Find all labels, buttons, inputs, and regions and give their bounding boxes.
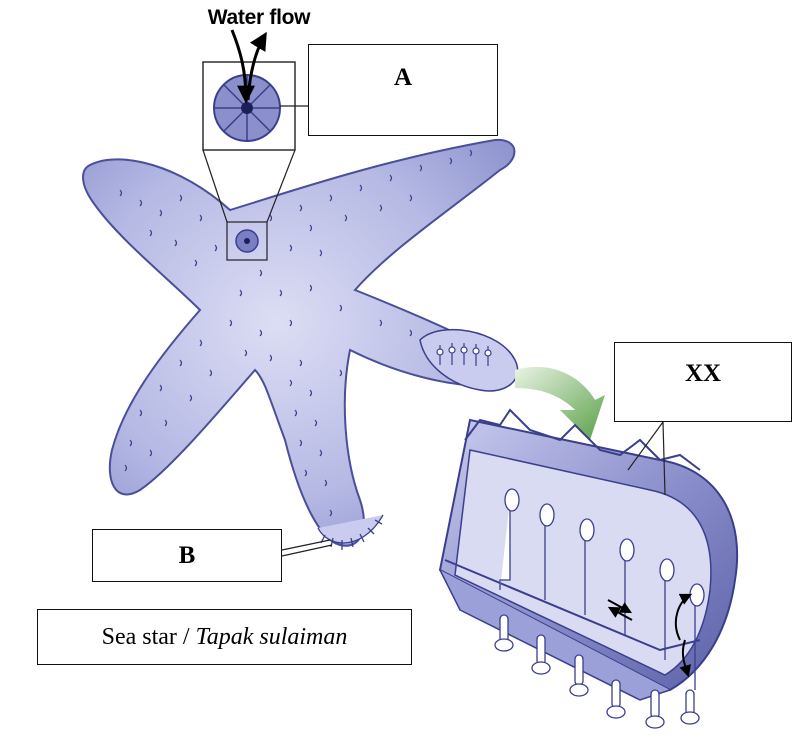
label-a-text: A (394, 64, 412, 92)
caption-separator: / (177, 624, 196, 651)
madreporite-enlarged (214, 75, 280, 141)
arm-cross-section (440, 410, 737, 728)
label-xx-text: XX (685, 360, 721, 388)
label-box-b: B (92, 529, 282, 582)
caption-local-name: Tapak sulaiman (196, 624, 348, 651)
caption-common-name: Sea star (102, 624, 177, 651)
caption-box: Sea star / Tapak sulaiman (37, 609, 412, 665)
label-box-xx: XX (614, 342, 792, 422)
label-b-text: B (179, 542, 196, 570)
water-flow-label: Water flow (194, 6, 324, 30)
label-box-a: A (308, 44, 498, 136)
